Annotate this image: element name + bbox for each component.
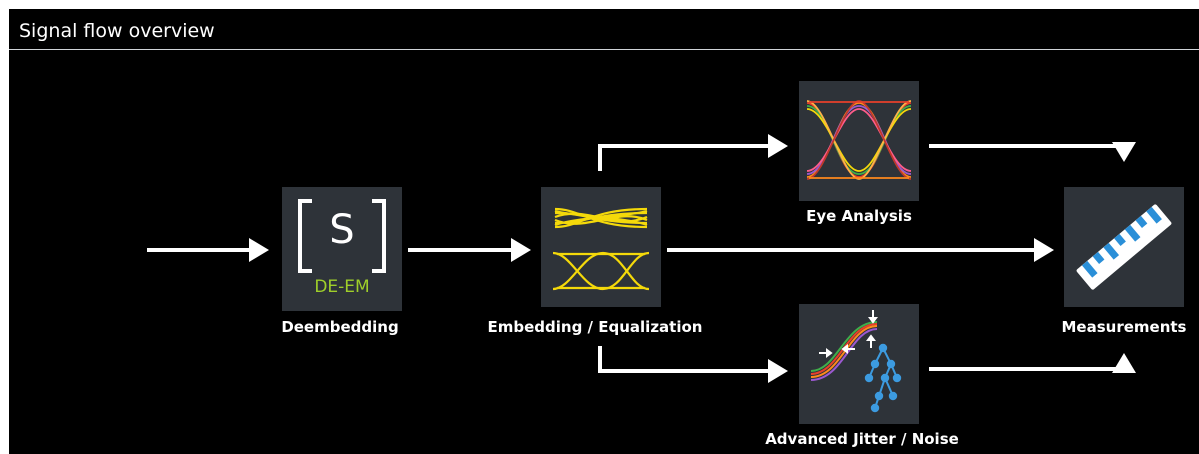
deembedding-label: Deembedding: [281, 318, 399, 336]
eye-diagram-icon: [806, 100, 912, 180]
deembedding-block[interactable]: S DE-EM: [282, 187, 402, 311]
equalization-block[interactable]: [541, 187, 661, 307]
measurements-label: Measurements: [1061, 318, 1187, 336]
title-divider: [9, 49, 1199, 50]
s-glyph: S: [329, 207, 355, 253]
jitter-to-measure-arrow: [929, 353, 1136, 373]
jitter-noise-icon: [810, 310, 902, 413]
eye-to-measure-arrow: [929, 142, 1136, 162]
eye-analysis-label: Eye Analysis: [806, 207, 912, 225]
ruler-icon: [1076, 204, 1172, 290]
jitter-noise-block[interactable]: [799, 304, 919, 424]
measurements-block[interactable]: [1064, 187, 1184, 307]
deem-subtext: DE-EM: [314, 277, 370, 297]
equalization-label: Embedding / Equalization: [487, 318, 703, 336]
s-parameter-bracket-icon: [298, 199, 386, 273]
panel-title: Signal flow overview: [19, 20, 215, 42]
eye-analysis-block[interactable]: [799, 81, 919, 201]
equalization-eye-icon: [552, 207, 650, 291]
eq-to-jitter-arrow: [598, 346, 788, 383]
eq-to-eye-arrow: [598, 134, 788, 171]
jitter-noise-label: Advanced Jitter / Noise: [765, 430, 959, 448]
